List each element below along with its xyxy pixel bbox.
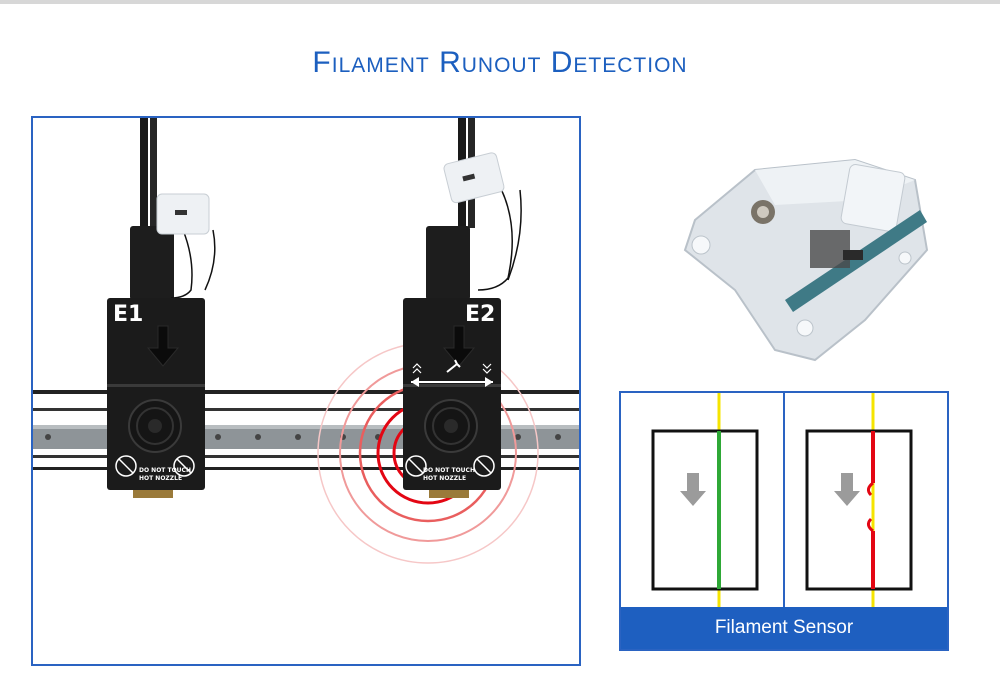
sensor-diagram-illustration: [651, 393, 913, 607]
e2-runout-sensor: [443, 152, 505, 204]
e2-warning-text: DO NOT TOUCH HOT NOZZLE: [423, 467, 483, 483]
sensor-pcb: [785, 210, 927, 312]
e1-warning-line2: HOT NOZZLE: [139, 475, 183, 482]
e2-extruder-head: [403, 298, 501, 490]
belt-bottom: [33, 467, 579, 470]
e2-warning-line1: DO NOT TOUCH: [423, 467, 475, 474]
filament-present-panel: [651, 393, 759, 607]
belt-mid: [33, 408, 579, 411]
page-title: Filament Runout Detection: [312, 46, 688, 79]
e1-extruder-head: [107, 298, 205, 490]
printer-heads-illustration: [33, 118, 579, 564]
filament-sensor-diagram: Filament Sensor: [619, 391, 949, 651]
e1-warning-line1: DO NOT TOUCH: [139, 467, 191, 474]
printer-heads-photo: E1 E2 DO NOT TOUCH HOT NOZZLE DO NOT TOU…: [31, 116, 581, 666]
e2-connector: [426, 226, 470, 300]
down-arrow-icon: [680, 473, 706, 506]
top-divider: [0, 0, 1000, 4]
e2-no-touch-icon: [473, 455, 495, 477]
e2-warning-line2: HOT NOZZLE: [423, 475, 467, 482]
e1-arrow-icon: [146, 325, 180, 367]
e1-hot-warning-icon: [115, 455, 137, 477]
filament-runout-panel: [805, 393, 913, 607]
sensor-illustration: [683, 158, 929, 362]
down-arrow-icon: [834, 473, 860, 506]
diagram-caption: Filament Sensor: [621, 607, 947, 649]
e1-warning-text: DO NOT TOUCH HOT NOZZLE: [139, 467, 199, 483]
e2-arrow-icon: [442, 325, 476, 367]
wrench-icon: [446, 359, 461, 373]
belt-lower: [33, 455, 579, 458]
e2-nozzle: [429, 490, 469, 498]
e1-nozzle: [133, 490, 173, 498]
head-label-e1: E1: [113, 302, 144, 327]
head-label-e2: E2: [465, 302, 496, 327]
sensor-product-photo: [665, 150, 945, 370]
e1-connector: [130, 226, 174, 300]
e1-no-touch-icon: [173, 455, 195, 477]
e2-hot-warning-icon: [405, 455, 427, 477]
belt-top: [33, 390, 579, 394]
